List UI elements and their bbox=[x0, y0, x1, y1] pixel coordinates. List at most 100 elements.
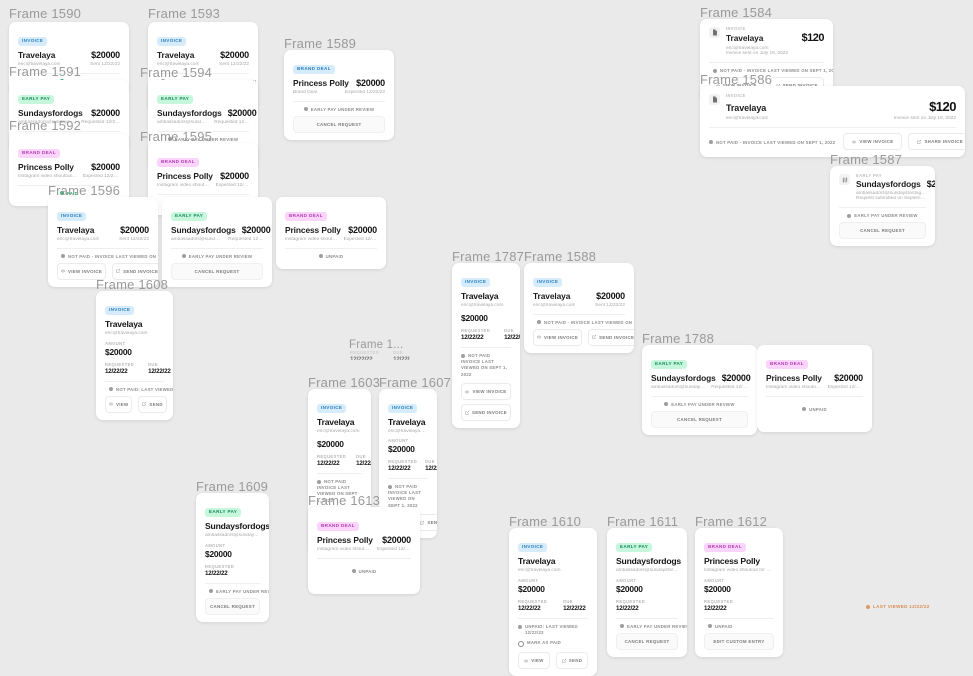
cancel-request-button[interactable]: CANCEL REQUEST bbox=[839, 222, 926, 239]
view-invoice-button[interactable]: VIEW INVOICE bbox=[461, 383, 511, 401]
card-frame-1611[interactable]: EARLY PAY Sundaysfordogs ambassadors@sun… bbox=[607, 528, 687, 657]
view-invoice-button[interactable]: VIEW INVOICE bbox=[533, 328, 583, 346]
status-unpaid: UNPAID bbox=[766, 397, 863, 426]
client-email: eric@travelaya.com bbox=[105, 330, 148, 336]
send-button[interactable]: SEND bbox=[138, 395, 167, 413]
card-frame-1787[interactable]: INVOICE Travelaya eric@travelaya.com $20… bbox=[452, 263, 520, 429]
send-invoice-button[interactable]: SEND INVOICE bbox=[588, 328, 634, 346]
amount: $20000 bbox=[834, 372, 863, 383]
status-dot-icon bbox=[351, 569, 356, 574]
send-button[interactable]: SEND bbox=[556, 652, 588, 670]
status-early-pay-review: EARLY PAY UNDER REVIEW bbox=[171, 249, 263, 263]
card-frame-1596-invoice[interactable]: INVOICE Travelaya $20000 eric@travelaya.… bbox=[48, 197, 158, 287]
badge-early-pay: EARLY PAY bbox=[616, 543, 653, 552]
card-frame-1596-early[interactable]: EARLY PAY Sundaysfordogs $20000 ambassad… bbox=[162, 197, 272, 287]
requested-label: REQUESTED bbox=[388, 458, 418, 464]
cancel-request-button[interactable]: CANCEL REQUEST bbox=[651, 410, 748, 428]
card-frame-1612[interactable]: BRAND DEAL Princess Polly Instagram vide… bbox=[695, 528, 783, 657]
requested-date: Requested 12/22/22 bbox=[214, 119, 249, 125]
view-button[interactable]: VIEW bbox=[518, 652, 550, 670]
status-early-pay-review: EARLY PAY UNDER REVIEW bbox=[157, 132, 249, 146]
due-value: 12/22/22 bbox=[504, 333, 520, 341]
sent-date: Sent 12/22/22 bbox=[595, 302, 625, 308]
requested-value: 12/22/22 bbox=[461, 333, 484, 341]
card-frame-1587[interactable]: EARLY PAY Sundaysfordogs $20000 ambassad… bbox=[830, 166, 935, 246]
status-unpaid: UNPAID bbox=[317, 559, 411, 588]
card-actions: EDIT CUSTOM ENTRY bbox=[704, 632, 774, 651]
send-invoice-button[interactable]: SEND INVOICE bbox=[461, 404, 511, 422]
client-email: eric@travelaya.com bbox=[533, 302, 576, 308]
due-label: DUE bbox=[563, 598, 573, 604]
edit-custom-entry-button[interactable]: EDIT CUSTOM ENTRY bbox=[704, 632, 774, 650]
amount: $20000 bbox=[91, 107, 120, 118]
amount: $20000 bbox=[348, 224, 377, 235]
sent-date: Sent 12/22/22 bbox=[219, 61, 249, 67]
circle-check-icon bbox=[518, 641, 524, 648]
client-name: Travelaya bbox=[317, 416, 355, 427]
card-frame-1586[interactable]: INVOICE Travelaya $120 eric@travelaya.co… bbox=[700, 86, 965, 157]
amount-value: $20000 bbox=[704, 583, 731, 594]
cancel-request-button[interactable]: CANCEL REQUEST bbox=[205, 597, 260, 615]
status-not-paid: NOT PAID - INVOICE LAST VIEWED ON SEPT 1… bbox=[709, 63, 833, 77]
card-frame-1588[interactable]: INVOICE Travelaya $20000 eric@travelaya.… bbox=[524, 263, 634, 353]
divider bbox=[171, 247, 263, 249]
frame-label-1787: Frame 1787 bbox=[452, 249, 525, 264]
card-frame-1609[interactable]: EARLY PAY Sundaysfordogs ambassadors@sun… bbox=[196, 493, 269, 622]
requested-label: REQUESTED bbox=[518, 598, 548, 604]
frame-label-1594: Frame 1594 bbox=[140, 65, 213, 80]
requested-value: 12/22/22 bbox=[105, 367, 128, 375]
view-invoice-button[interactable]: VIEW INVOICE bbox=[57, 262, 107, 280]
amount-value: $20000 bbox=[317, 438, 344, 449]
card-frame-1589[interactable]: BRAND DEAL Princess Polly $20000 Brand D… bbox=[284, 50, 394, 140]
cancel-request-button[interactable]: CANCEL REQUEST bbox=[616, 632, 678, 650]
frame-label-1788: Frame 1788 bbox=[642, 331, 715, 346]
status-early-pay-review: EARLY PAY UNDER REVIEW bbox=[839, 208, 926, 222]
card-frame-1610[interactable]: INVOICE Travelaya eric@travelaya.com AMO… bbox=[509, 528, 597, 676]
card-frame-1788-early[interactable]: EARLY PAY Sundaysfordogs $20000 ambassad… bbox=[642, 345, 757, 435]
client-name: Princess Polly bbox=[157, 170, 213, 181]
amount-value: $20000 bbox=[388, 443, 415, 454]
divider bbox=[157, 130, 249, 132]
status-dot-icon bbox=[318, 254, 323, 259]
status-block: NOT PAID INVOICE LAST VIEWED ON SEPT 1, … bbox=[317, 474, 362, 510]
badge-invoice: INVOICE bbox=[18, 37, 48, 46]
status-dot-icon bbox=[708, 624, 712, 629]
client-name: Princess Polly bbox=[293, 77, 349, 88]
amount-value: $20000 bbox=[518, 583, 545, 594]
eye-icon bbox=[61, 269, 65, 273]
client-name: Sundaysfordogs bbox=[18, 107, 83, 118]
cancel-request-button[interactable]: CANCEL REQUEST bbox=[171, 262, 263, 280]
send-button[interactable]: SEND bbox=[417, 514, 437, 532]
status-dot-icon bbox=[713, 68, 717, 73]
card-frame-1788-brand[interactable]: BRAND DEAL Princess Polly $20000 Instagr… bbox=[757, 345, 872, 432]
status-last-viewed-date: 12/22/22 bbox=[525, 630, 544, 636]
badge-invoice: INVOICE bbox=[518, 543, 548, 552]
amount: $20000 bbox=[382, 534, 411, 545]
requested-label: REQUESTED bbox=[616, 598, 646, 604]
card-frame-1608[interactable]: INVOICE Travelaya eric@travelaya.com AMO… bbox=[96, 291, 173, 420]
status-block: NOT PAID INVOICE LAST VIEWED ON SEPT 1, … bbox=[388, 479, 428, 515]
cancel-request-button[interactable]: CANCEL REQUEST bbox=[293, 115, 385, 133]
due-label: DUE bbox=[425, 458, 435, 464]
badge-invoice: INVOICE bbox=[57, 212, 87, 221]
card-frame-1592[interactable]: BRAND DEAL Princess Polly $20000 Instagr… bbox=[9, 134, 129, 206]
requested-value: 12/22/22 bbox=[317, 459, 340, 467]
status-dot-icon bbox=[61, 254, 65, 259]
status-dot-icon bbox=[866, 604, 870, 609]
expected-date: Expected 12/22/22 bbox=[376, 546, 411, 552]
mark-as-paid-action[interactable]: MARK AS PAID bbox=[518, 640, 588, 652]
requested-date: Requested 12/22/22 bbox=[711, 384, 748, 390]
frame-label-1603: Frame 1603 bbox=[308, 375, 381, 390]
frame-label-1609: Frame 1609 bbox=[196, 479, 269, 494]
status-not-paid: NOT PAID: LAST VIEWED 12/22/22 bbox=[105, 382, 173, 396]
send-invoice-button[interactable]: SEND INVOICE bbox=[112, 262, 158, 280]
view-button[interactable]: VIEW bbox=[105, 395, 133, 413]
view-invoice-button[interactable]: VIEW INVOICE bbox=[843, 133, 903, 150]
card-frame-1596-brand[interactable]: BRAND DEAL Princess Polly $20000 Instagr… bbox=[276, 197, 386, 269]
card-frame-1613[interactable]: BRAND DEAL Princess Polly $20000 Instagr… bbox=[308, 507, 420, 594]
client-email: eric@travelaya.com bbox=[518, 567, 561, 573]
amount: $20000 bbox=[91, 49, 120, 60]
frame-label-1611: Frame 1611 bbox=[607, 514, 679, 529]
share-invoice-button[interactable]: SHARE INVOICE bbox=[908, 133, 965, 150]
divider bbox=[709, 62, 824, 63]
